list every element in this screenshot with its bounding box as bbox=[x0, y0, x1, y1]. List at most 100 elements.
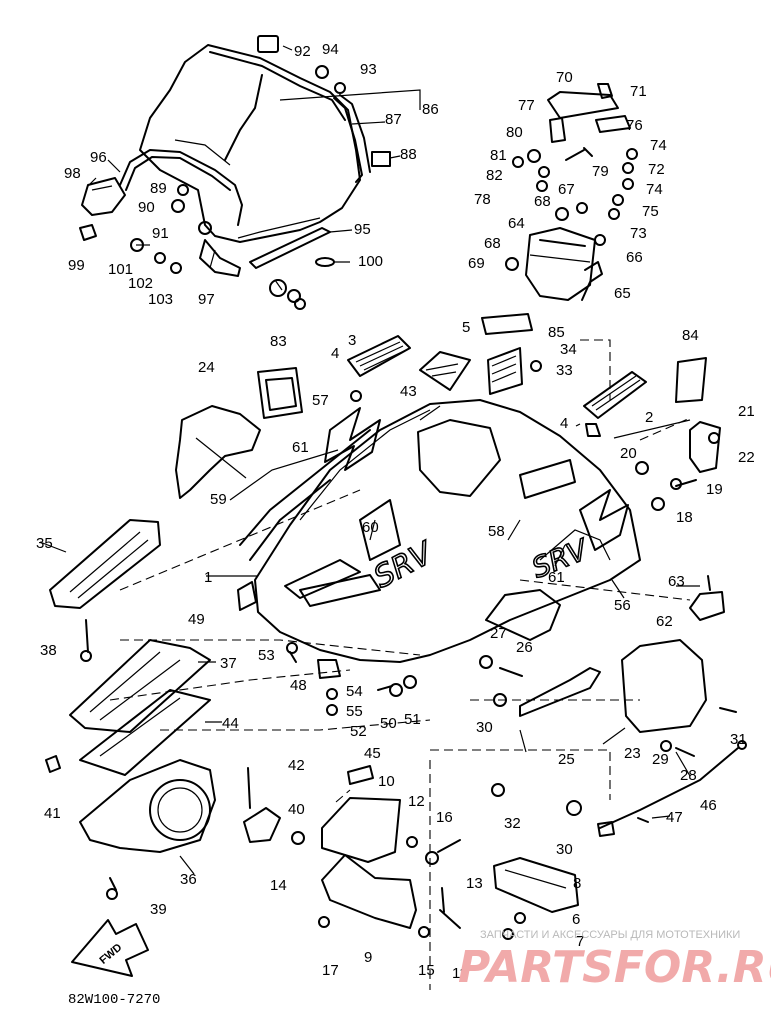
part-label: 40 bbox=[288, 801, 305, 818]
part-label: 68 bbox=[534, 193, 551, 210]
part-label: 32 bbox=[504, 815, 521, 832]
part-label: 74 bbox=[646, 181, 663, 198]
part-label: 57 bbox=[312, 392, 329, 409]
part-label: 86 bbox=[422, 101, 439, 118]
part-label: 1 bbox=[204, 569, 212, 586]
bracket-25 bbox=[519, 667, 601, 717]
part-label: 90 bbox=[138, 199, 155, 216]
part-label: 30 bbox=[556, 841, 573, 858]
part-label: 53 bbox=[258, 647, 275, 664]
side-panel-56 bbox=[485, 589, 561, 641]
part-label: 54 bbox=[346, 683, 363, 700]
part-label: 44 bbox=[222, 715, 239, 732]
part-label: 52 bbox=[350, 723, 367, 740]
windshield bbox=[139, 44, 361, 243]
emblem-84 bbox=[675, 357, 707, 403]
part-label: 80 bbox=[506, 124, 523, 141]
panel-2 bbox=[583, 371, 647, 419]
part-label: 7 bbox=[576, 933, 584, 950]
part-label: 102 bbox=[128, 275, 153, 292]
decal-z-right bbox=[579, 489, 629, 551]
right-hardware bbox=[350, 360, 737, 940]
grille bbox=[487, 347, 523, 395]
part-label: 13 bbox=[466, 875, 483, 892]
part-label: 79 bbox=[592, 163, 609, 180]
part-label: 85 bbox=[548, 324, 565, 341]
part-label: 47 bbox=[666, 809, 683, 826]
part-label: 45 bbox=[364, 745, 381, 762]
part-label: 60 bbox=[362, 519, 379, 536]
part-label: 70 bbox=[556, 69, 573, 86]
case-8 bbox=[493, 857, 579, 913]
part-label: 38 bbox=[40, 642, 57, 659]
rear-cover-23 bbox=[621, 639, 707, 733]
part-label: 73 bbox=[630, 225, 647, 242]
part-label: 103 bbox=[148, 291, 173, 308]
part-label: 66 bbox=[626, 249, 643, 266]
part-label: 67 bbox=[558, 181, 575, 198]
headlight-housing bbox=[525, 227, 596, 301]
part-label: 77 bbox=[518, 97, 535, 114]
part-label: 35 bbox=[36, 535, 53, 552]
part-label: 49 bbox=[188, 611, 205, 628]
meter-cover bbox=[547, 91, 631, 133]
part-label: 24 bbox=[198, 359, 215, 376]
part-label: 63 bbox=[668, 573, 685, 590]
part-label: 62 bbox=[656, 613, 673, 630]
part-label: 18 bbox=[676, 509, 693, 526]
center-hardware bbox=[247, 642, 461, 938]
part-label: 51 bbox=[404, 711, 421, 728]
bracket-21 bbox=[689, 421, 721, 473]
part-label: 84 bbox=[682, 327, 699, 344]
part-label: 88 bbox=[400, 146, 417, 163]
decal-z-left bbox=[324, 407, 381, 471]
part-label: 81 bbox=[490, 147, 507, 164]
part-label: 15 bbox=[418, 962, 435, 979]
part-label: 5 bbox=[462, 319, 470, 336]
leader-lines bbox=[39, 45, 700, 875]
cover-40 bbox=[243, 807, 281, 843]
emblem-83 bbox=[257, 367, 303, 419]
side-rail-35 bbox=[49, 519, 161, 609]
part-label: 72 bbox=[648, 161, 665, 178]
part-label: 3 bbox=[348, 332, 356, 349]
part-label: 12 bbox=[408, 793, 425, 810]
part-label: 61 bbox=[292, 439, 309, 456]
part-label: 95 bbox=[354, 221, 371, 238]
part-label: 23 bbox=[624, 745, 641, 762]
part-label: 55 bbox=[346, 703, 363, 720]
part-label: 98 bbox=[64, 165, 81, 182]
reference-dash-lines bbox=[109, 339, 691, 990]
part-label: 78 bbox=[474, 191, 491, 208]
watermark-brand: PARTSFOR.RU bbox=[458, 942, 771, 993]
part-label: 96 bbox=[90, 149, 107, 166]
windshield-strip bbox=[249, 227, 331, 269]
bracket-9 bbox=[321, 854, 417, 929]
part-label: 94 bbox=[322, 41, 339, 58]
part-label: 58 bbox=[488, 523, 505, 540]
part-label: 37 bbox=[220, 655, 237, 672]
part-label: 30 bbox=[476, 719, 493, 736]
part-labels: 1 2 3 4 4 5 6 7 8 9 10 11 12 13 14 15 16… bbox=[36, 41, 755, 982]
part-label: 99 bbox=[68, 257, 85, 274]
panel-3 bbox=[347, 335, 411, 377]
part-label: 29 bbox=[652, 751, 669, 768]
part-label: 28 bbox=[680, 767, 697, 784]
part-label: 10 bbox=[378, 773, 395, 790]
tab-45 bbox=[347, 765, 374, 785]
part-label: 42 bbox=[288, 757, 305, 774]
left-hardware bbox=[45, 581, 257, 900]
part-label: 34 bbox=[560, 341, 577, 358]
part-label: 93 bbox=[360, 61, 377, 78]
part-label: 68 bbox=[484, 235, 501, 252]
diagram-code: 82W100-7270 bbox=[68, 992, 160, 1008]
windshield-lower-bracket bbox=[199, 239, 241, 277]
part-label: 4 bbox=[331, 345, 339, 362]
side-cover-24 bbox=[175, 405, 261, 499]
part-label: 6 bbox=[572, 911, 580, 928]
part-label: 2 bbox=[645, 409, 653, 426]
part-label: 64 bbox=[508, 215, 525, 232]
part-label: 22 bbox=[738, 449, 755, 466]
part-label: 31 bbox=[730, 731, 747, 748]
part-label: 92 bbox=[294, 43, 311, 60]
